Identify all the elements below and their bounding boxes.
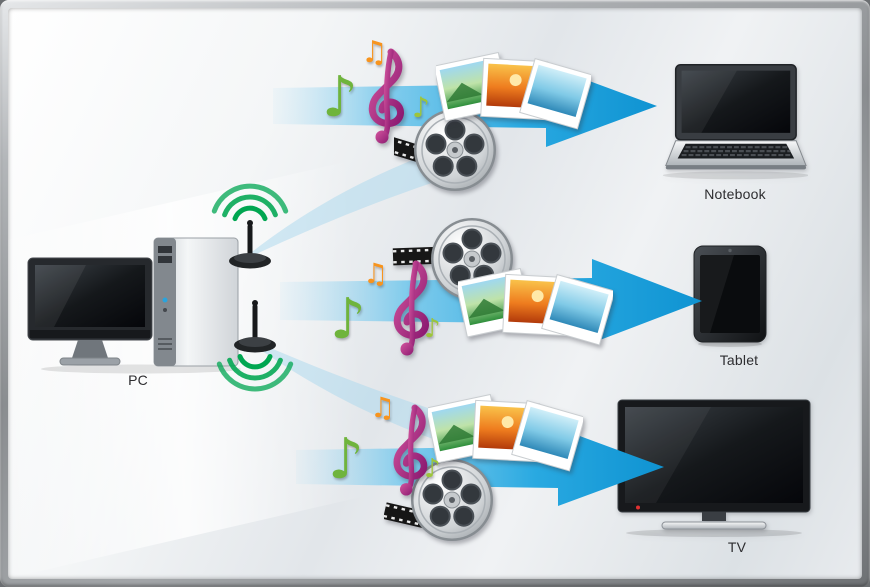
stream-swoosh-bottom	[252, 340, 484, 456]
photo-sea	[511, 399, 583, 472]
treble-clef-icon	[393, 404, 428, 496]
single-note-icon: ♪	[328, 427, 364, 492]
tv-neck	[702, 512, 726, 521]
monitor-screen	[35, 265, 145, 327]
photo-sea	[541, 273, 613, 346]
film-reel-icon	[384, 459, 493, 541]
camera-dot	[728, 248, 732, 253]
wifi-antenna-top	[211, 183, 289, 269]
beamed-note-icon: ♫	[361, 35, 388, 70]
photos-icon	[428, 394, 583, 472]
photos-icon	[436, 52, 591, 130]
treble-clef-icon	[393, 260, 429, 356]
tv-screen	[625, 407, 803, 503]
notebook-illustration	[662, 63, 808, 180]
photo-sea	[519, 57, 591, 130]
photos-icon	[458, 268, 613, 346]
single-note-icon: ♪	[322, 65, 358, 130]
power-button	[162, 297, 168, 303]
single-note-icon: ♪	[330, 287, 366, 352]
wifi-waves-icon	[216, 354, 294, 392]
notebook-label: Notebook	[704, 186, 766, 202]
wifi-waves-icon	[211, 183, 289, 222]
drive-bay	[158, 246, 172, 253]
tv-illustration	[617, 399, 811, 537]
beamed-note-icon: ♫	[363, 257, 389, 290]
single-note-icon: ♪	[424, 314, 441, 344]
notebook-screen	[681, 70, 791, 133]
wifi-antenna-bottom	[216, 300, 294, 392]
treble-clef-icon	[368, 48, 404, 144]
tv-label: TV	[727, 539, 747, 555]
tablet-screen	[700, 255, 760, 333]
single-note-icon: ♪	[424, 454, 441, 484]
antenna-icon	[234, 300, 276, 353]
pc-monitor	[27, 257, 153, 366]
antenna-icon	[229, 220, 271, 269]
diagram-canvas: ♫ ♪ ♪ ♫ ♪ ♪ ♫ ♪ ♪ PC Notebook Tablet TV	[8, 8, 862, 579]
tablet-label: Tablet	[719, 352, 759, 368]
pc-illustration	[27, 237, 241, 374]
pc-tower	[153, 237, 239, 367]
pc-shadow	[41, 364, 241, 374]
tv-stand	[661, 521, 767, 530]
drive-bay	[158, 256, 172, 263]
film-reel-icon	[394, 109, 496, 191]
single-note-icon: ♪	[412, 91, 430, 124]
beamed-note-icon: ♫	[370, 391, 396, 424]
tv-logo-dot	[636, 505, 640, 510]
pc-label: PC	[128, 372, 148, 388]
tablet-illustration	[693, 245, 767, 347]
